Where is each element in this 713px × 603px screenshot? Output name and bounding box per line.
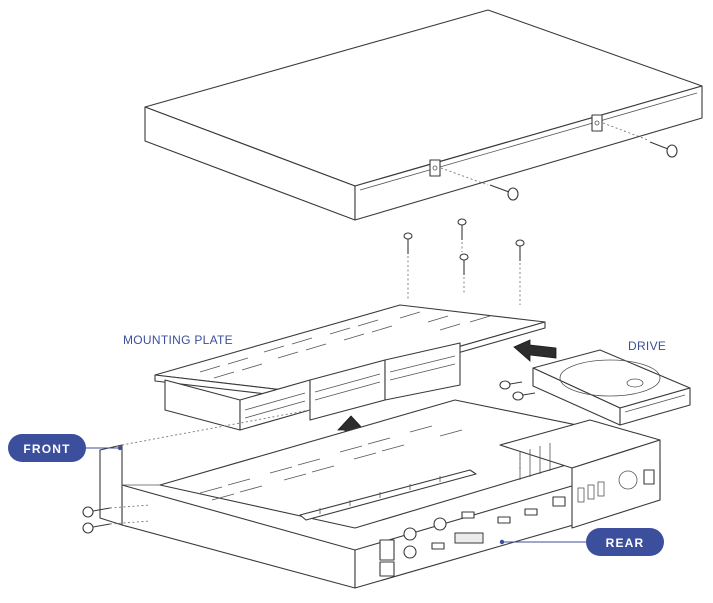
screw-icon xyxy=(489,184,519,201)
drive-callout: DRIVE xyxy=(628,339,666,353)
screw-icon xyxy=(459,253,469,295)
screw-icon xyxy=(515,239,525,305)
screw-icon xyxy=(457,218,467,252)
screw-icon xyxy=(82,522,111,534)
drive-label: DRIVE xyxy=(628,339,666,353)
screw-icon xyxy=(499,380,523,390)
rear-callout: REAR xyxy=(499,528,664,556)
screw-icon xyxy=(82,506,111,518)
rear-pill xyxy=(586,528,664,556)
mounting-plate-callout: MOUNTING PLATE xyxy=(123,333,233,347)
screw-icon xyxy=(649,141,678,158)
plate-screws xyxy=(403,218,525,305)
screw-icon xyxy=(512,391,536,401)
chassis xyxy=(99,399,661,589)
mounting-plate-label: MOUNTING PLATE xyxy=(123,333,233,347)
front-label: FRONT xyxy=(23,442,70,456)
screw-icon xyxy=(403,232,413,300)
rear-label: REAR xyxy=(606,536,645,550)
front-pill xyxy=(8,434,86,462)
front-callout: FRONT xyxy=(8,434,123,462)
top-cover xyxy=(144,9,703,221)
drive-bays xyxy=(164,342,461,431)
rear-ports xyxy=(379,469,655,577)
drive xyxy=(532,349,691,426)
left-arrow-icon xyxy=(513,339,557,362)
